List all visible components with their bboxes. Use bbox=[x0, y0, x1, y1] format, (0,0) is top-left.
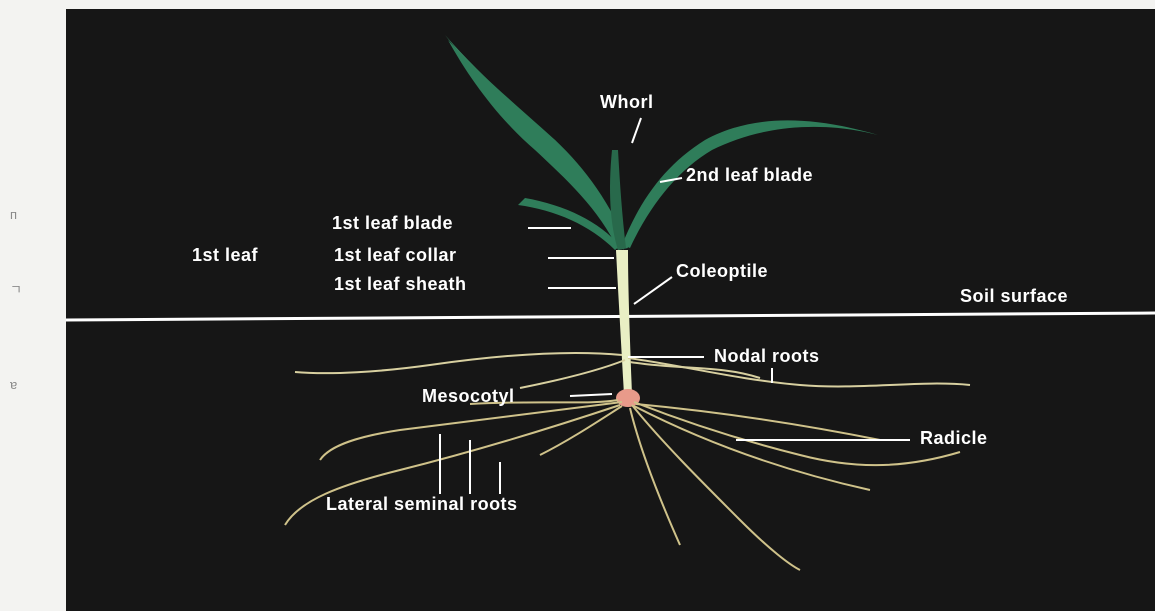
label-nodal-roots: Nodal roots bbox=[714, 346, 820, 366]
label-lateral-seminal-roots: Lateral seminal roots bbox=[326, 494, 518, 514]
label-first-leaf-sheath: 1st leaf sheath bbox=[334, 274, 467, 294]
label-first-leaf-blade: 1st leaf blade bbox=[332, 213, 453, 233]
label-first-leaf-collar: 1st leaf collar bbox=[334, 245, 457, 265]
mesocotyl-pointer bbox=[570, 394, 612, 396]
label-radicle: Radicle bbox=[920, 428, 988, 448]
label-first-leaf: 1st leaf bbox=[192, 245, 258, 265]
radicle-roots bbox=[630, 402, 960, 570]
leaf-tall-left-body bbox=[448, 40, 628, 250]
stem bbox=[616, 250, 632, 395]
label-whorl: Whorl bbox=[600, 92, 654, 112]
soil-surface-line bbox=[66, 313, 1155, 320]
whorl-pointer bbox=[632, 118, 641, 143]
leaves bbox=[445, 35, 878, 250]
nodal-roots bbox=[295, 353, 970, 388]
coleoptile-pointer bbox=[634, 277, 672, 304]
label-coleoptile: Coleoptile bbox=[676, 261, 768, 281]
label-soil-surface: Soil surface bbox=[960, 286, 1068, 306]
label-mesocotyl: Mesocotyl bbox=[422, 386, 515, 406]
label-second-leaf-blade: 2nd leaf blade bbox=[686, 165, 813, 185]
